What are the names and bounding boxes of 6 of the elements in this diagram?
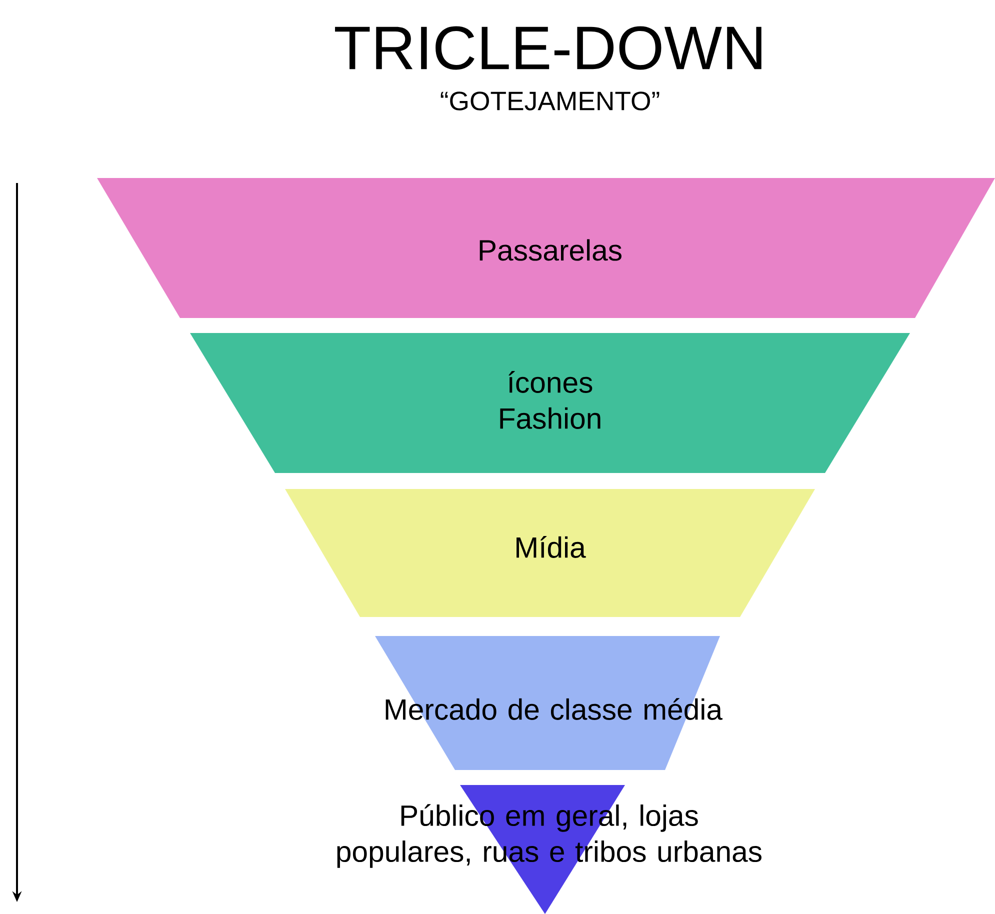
funnel-band: Mercado de classe média [375, 636, 722, 770]
funnel-band: Passarelas [97, 178, 995, 318]
title: TRICLE-DOWN [335, 26, 762, 70]
funnel-band: ícones Fashion [190, 333, 910, 473]
funnel-band: Mídia [285, 489, 815, 617]
subtitle: “GOTEJAMENTO” [440, 92, 660, 110]
